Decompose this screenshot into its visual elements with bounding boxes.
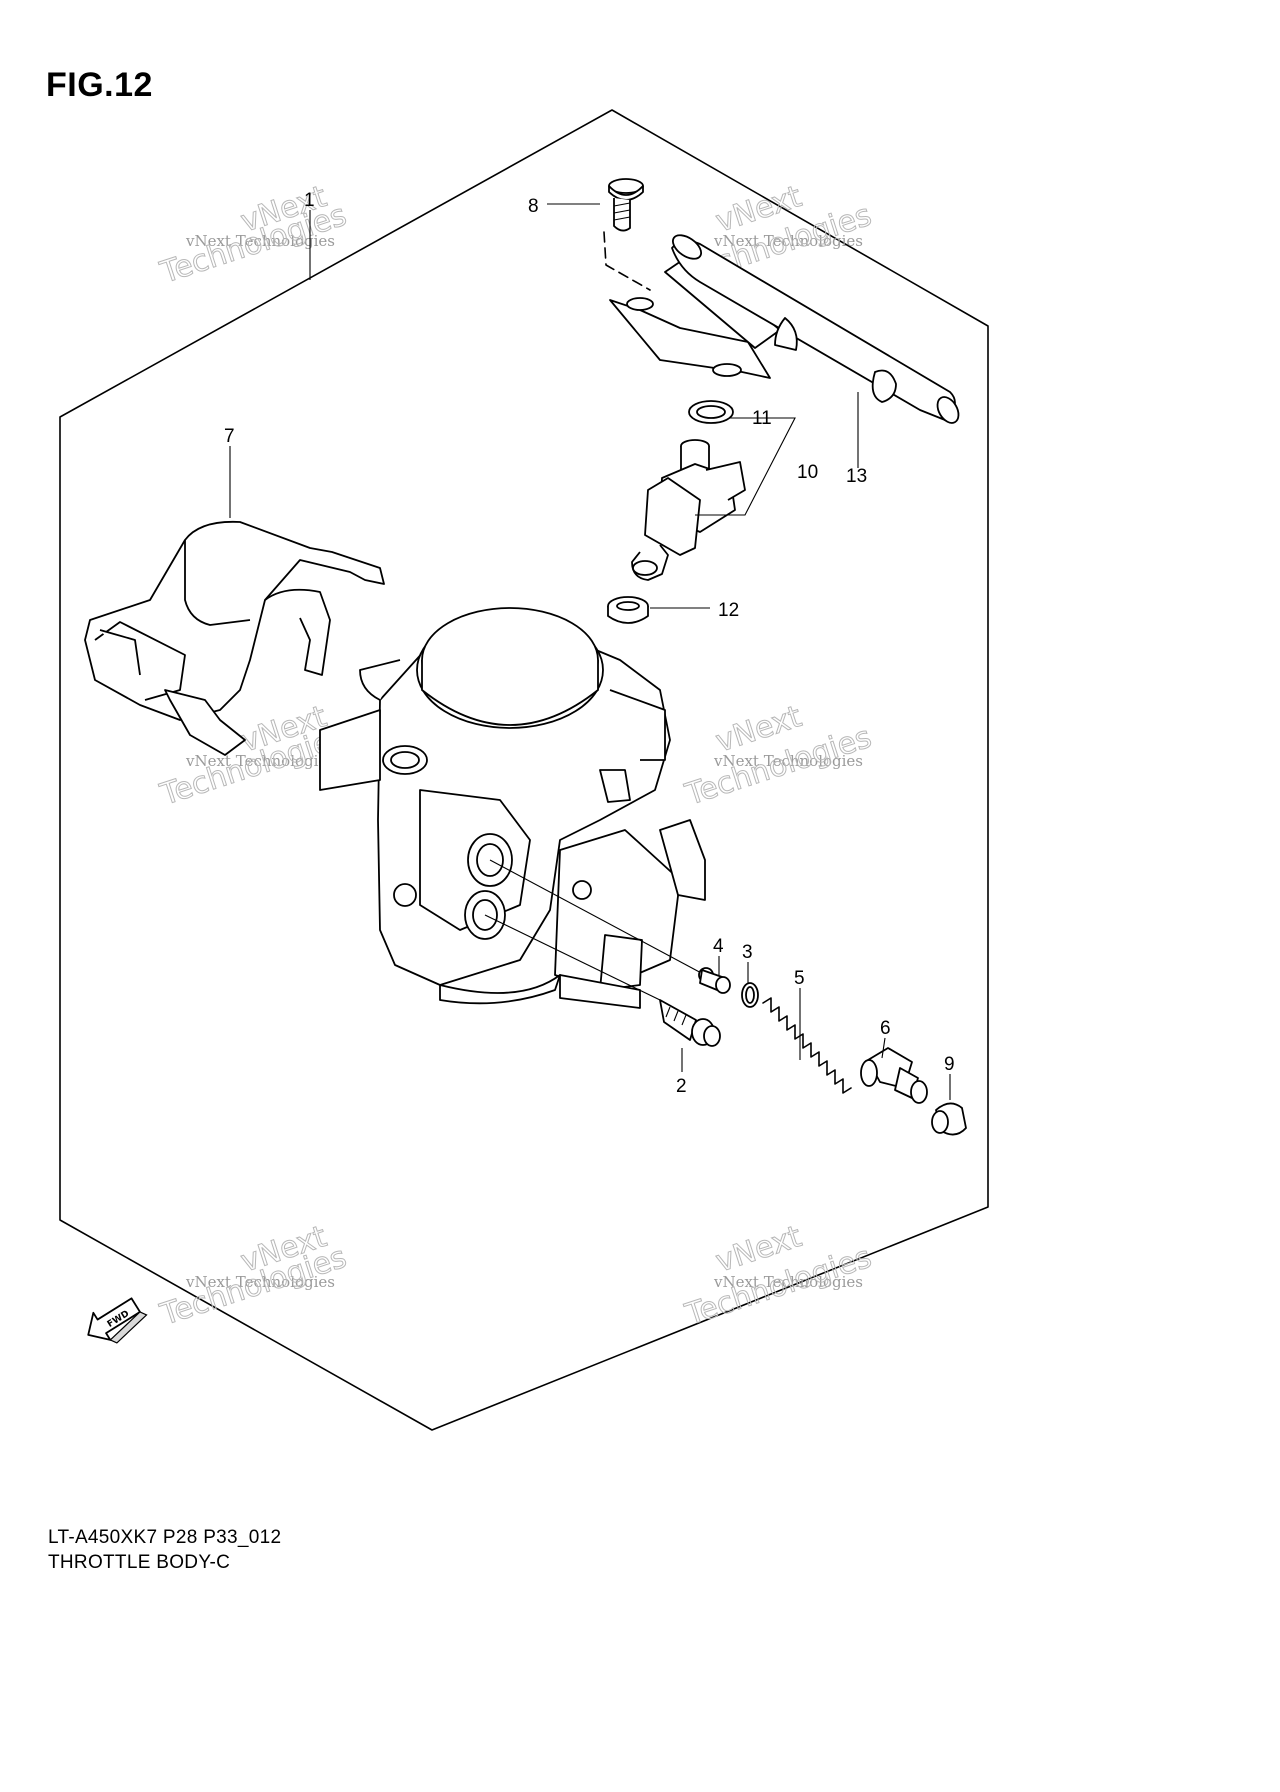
callout-6: 6	[880, 1018, 891, 1039]
callout-12: 12	[718, 600, 739, 621]
part-10-fuel-injector	[631, 439, 746, 581]
watermark-small: vNext Technologies	[713, 232, 863, 250]
watermark-small: vNext Technologies	[185, 1273, 335, 1291]
callout-5: 5	[794, 968, 805, 989]
watermark-small: vNext Technologies	[185, 752, 335, 770]
callout-3: 3	[742, 942, 753, 963]
part-6-plug	[860, 1047, 928, 1104]
diagram-code: LT-A450XK7 P28 P33_012	[48, 1527, 282, 1548]
explode-line-4	[489, 859, 706, 976]
part-1-throttle-body	[319, 607, 706, 1009]
callout-10: 10	[797, 462, 818, 483]
part-3-o-ring	[741, 982, 759, 1008]
part-5-spring	[762, 997, 852, 1094]
fwd-arrow-icon: FWD	[87, 1297, 148, 1344]
watermark-bottom-left: vNext vNext Technologies Technologies	[155, 1219, 351, 1334]
callout-8: 8	[528, 196, 539, 217]
part-2-adjuster-screw	[659, 999, 721, 1047]
part-12-seal	[607, 596, 649, 624]
callout-7: 7	[224, 426, 235, 447]
watermark-mid-right: vNext vNext Technologies Technologies	[680, 699, 876, 814]
callout-11: 11	[752, 408, 772, 429]
part-7-bracket	[84, 520, 385, 756]
watermark-small: vNext Technologies	[185, 232, 335, 250]
part-11-o-ring	[688, 400, 734, 424]
callout-1: 1	[304, 190, 315, 211]
part-8-screw	[603, 178, 651, 291]
watermark-small: vNext Technologies	[713, 1273, 863, 1291]
part-4-pin	[698, 967, 731, 994]
diagram-name: THROTTLE BODY-C	[48, 1552, 231, 1573]
assembly-outline	[59, 109, 989, 1431]
callout-4: 4	[713, 936, 724, 957]
part-13-delivery-pipe	[609, 234, 960, 424]
part-9-cap	[931, 1102, 967, 1136]
leader-lines	[229, 203, 951, 1100]
callout-13: 13	[846, 466, 867, 487]
watermark-bottom-right: vNext vNext Technologies Technologies	[680, 1219, 876, 1334]
callout-2: 2	[676, 1076, 687, 1097]
watermark-top-left: vNext vNext Technologies Technologies	[155, 179, 351, 292]
callout-9: 9	[944, 1054, 955, 1075]
explode-line-2	[484, 914, 661, 1001]
watermark-small: vNext Technologies	[713, 752, 863, 770]
figure-title: FIG.12	[46, 66, 153, 104]
